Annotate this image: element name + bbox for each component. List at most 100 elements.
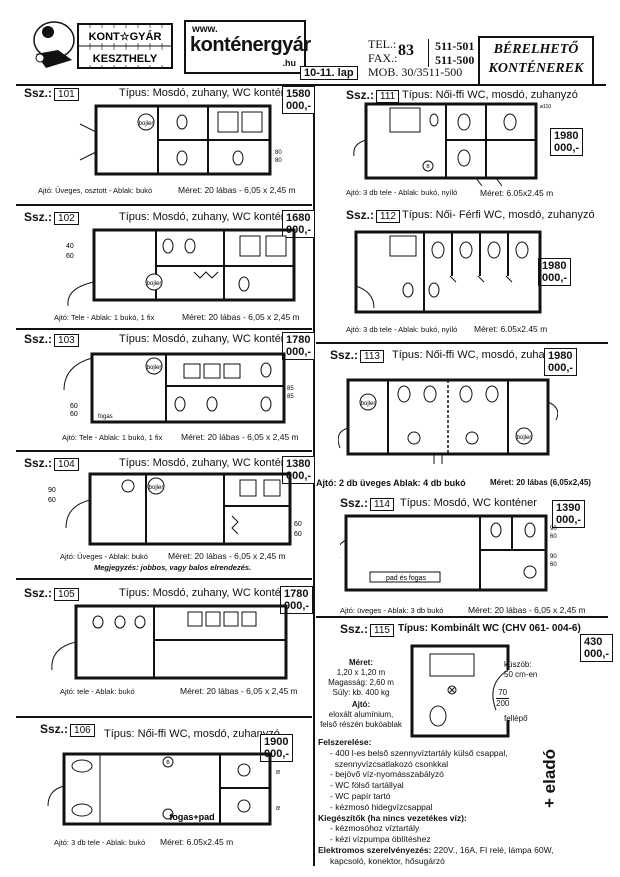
equip-item: - kézmosó hidegvízcsappal — [330, 801, 433, 812]
contact-labels: TEL.: FAX.: MOB. 30/3511-500 — [368, 37, 462, 79]
b-label: B — [166, 760, 170, 766]
fax-number: 511-500 — [435, 53, 475, 67]
listing-specs: Ajtó: Üveges, osztott - Ablak: bukó — [38, 186, 153, 195]
magassag-value: Magasság: 2,60 m — [328, 678, 394, 687]
listing-id: 105 — [54, 588, 79, 601]
bojler-label: bojler — [361, 401, 376, 407]
dim-60b: 60 — [550, 562, 557, 568]
listing-size: Méret: 20 lábas - 6,05 x 2,45 m — [181, 432, 299, 442]
listing-size: Méret: 6.05x2.45 m — [160, 837, 234, 847]
ssz-text: Ssz.: — [24, 332, 53, 346]
meret-label: Méret: — [348, 658, 373, 667]
ssz-text: Ssz.: — [330, 348, 359, 362]
price-value: 430 000,- — [584, 636, 610, 660]
listing-id: 103 — [54, 334, 79, 347]
equip-item: - 400 l-es belső szennyvíztartály külső … — [330, 747, 508, 758]
ssz-label: Ssz.:106 — [40, 722, 95, 737]
listing-112: Ssz.:112 Típus: Női- Férfi WC, mosdó, zu… — [346, 208, 606, 340]
price-tag: 1680 000,- — [282, 210, 316, 238]
dim-70: 70 — [498, 688, 508, 697]
ssz-text: Ssz.: — [24, 456, 53, 470]
felszereles-label: Felszerelése: — [318, 737, 372, 747]
listing-113: Ssz.:113 Típus: Női-ffi WC, mosdó, zuhan… — [316, 348, 610, 488]
dim-90b: 90 — [550, 554, 557, 560]
dim-40: 40 — [66, 243, 74, 250]
dim-60: 60 — [550, 534, 557, 540]
ajto-label: Ajtó: — [351, 700, 371, 709]
listing-size: Méret: 20 lábas - 6,05 x 2,45 m — [468, 605, 586, 615]
price-tag: 1780 000,- — [282, 332, 316, 360]
price-value: 1980 000,- — [542, 260, 568, 284]
listing-102: Ssz.:102 Típus: Mosdó, zuhany, WC kontén… — [24, 210, 316, 326]
listing-specs: Ajtó: üveges - Ablak: 3 db bukó — [340, 606, 444, 615]
listing-specs: Ajtó: Tele - Ablak: 1 bukó, 1 fix — [62, 433, 163, 442]
listing-106: Ssz.:106 Típus: Női-ffi WC, mosdó, zuhan… — [40, 722, 312, 860]
floor-plan — [51, 604, 288, 680]
accessory-item: - kézi vízpumpa öblítéshez — [330, 834, 431, 845]
logo-text-2: KESZTHELY — [93, 53, 158, 65]
dim-85: 85 — [276, 770, 280, 776]
dim-60b: 60 — [294, 521, 302, 528]
listing-type: Típus: Mosdó, zuhany, WC konténer — [119, 587, 297, 599]
logo-text-1: KONT☆GYÁR — [89, 30, 162, 43]
listing-114: Ssz.:114 Típus: Mosdó, WC konténer 1390 … — [340, 496, 608, 616]
dim-85b: 85 — [287, 394, 294, 400]
floor-plan: bojler 90 60 60 60 — [48, 472, 302, 546]
kuszob-line-1: küszöb: — [504, 660, 532, 669]
brand-www: www. — [192, 24, 218, 35]
listing-111: Ssz.:111 Típus: Női-ffi WC, mosdó, zuhan… — [346, 88, 606, 208]
dim-60c: 60 — [294, 531, 302, 538]
price-value: 1580 000,- — [286, 88, 312, 112]
listing-type: Típus: Női-ffi WC, mosdó, zuhanyzó — [104, 728, 280, 740]
listing-id: 114 — [370, 498, 394, 511]
dim-85b: 85 — [276, 806, 280, 812]
dim-110: ø110 — [540, 104, 551, 110]
listing-type: Típus: Női-ffi WC, mosdó, zuhanyzó — [392, 349, 568, 361]
dim-85: 85 — [287, 386, 294, 392]
for-sale-label: + eladó — [540, 748, 559, 808]
listing-size: Méret: 20 lábas - 6,05 x 2,45 m — [168, 551, 286, 561]
l115-specs: Méret: 1,20 x 1,20 m Magasság: 2,60 m Sú… — [316, 658, 406, 730]
ssz-text: Ssz.: — [40, 722, 69, 736]
ssz-text: Ssz.: — [340, 622, 369, 636]
company-logo: KONT☆GYÁR KESZTHELY — [28, 14, 178, 76]
ssz-text: Ssz.: — [24, 586, 53, 600]
listing-specs: Ajtó: Üveges - Ablak: bukó — [60, 552, 148, 561]
listing-specs: Ajtó: 3 db tele - Ablak: bukó, nyíló — [346, 325, 458, 334]
price-tag: 1980 000,- — [550, 128, 584, 156]
website-box[interactable]: www. konténergyár .hu — [184, 20, 311, 74]
listing-specs: Ajtó: tele - Ablak: bukó — [60, 687, 135, 696]
price-tag: 1980 000,- — [544, 348, 578, 376]
ssz-label: Ssz.:101 — [24, 86, 79, 101]
listing-note: Megjegyzés: jobbos, vagy balos elrendezé… — [94, 563, 252, 572]
listing-id: 112 — [376, 210, 400, 223]
floor-plan — [354, 230, 542, 314]
page-label: 10-11. lap — [300, 66, 358, 80]
ssz-text: Ssz.: — [24, 86, 53, 100]
price-value: 1380 000,- — [286, 458, 312, 482]
rental-line-2: KONTÉNEREK — [488, 61, 584, 76]
ssz-label: Ssz.:113 — [330, 348, 384, 363]
ssz-label: Ssz.:102 — [24, 210, 79, 225]
divider — [16, 328, 312, 330]
floor-plan: bojler bojler — [338, 378, 558, 464]
ssz-label: Ssz.:105 — [24, 586, 79, 601]
rental-containers-box: BÉRELHETŐ KONTÉNEREK — [478, 36, 594, 86]
suly-value: Súly: kb. 400 kg — [332, 688, 390, 697]
tel-label: TEL.: — [368, 37, 397, 51]
price-value: 1390 000,- — [556, 502, 582, 526]
dim-70-200: 70 200 — [496, 688, 510, 709]
tel-number: 511-501 — [435, 39, 475, 53]
ssz-label: Ssz.:112 — [346, 208, 400, 223]
fax-label: FAX.: — [368, 51, 398, 65]
plan-text-pad: pad és fogas — [386, 575, 427, 582]
listing-103: Ssz.:103 Típus: Mosdó, zuhany, WC kontén… — [24, 332, 316, 448]
equip-item: - bejövő víz-nyomásszabályzó — [330, 769, 444, 780]
floor-plan: bojler fogas 60 60 85 85 — [63, 352, 294, 424]
dim-60: 60 — [48, 497, 56, 504]
dim-90: 90 — [48, 487, 56, 494]
dim-90: 90 — [550, 526, 557, 532]
listing-id: 113 — [360, 350, 384, 363]
listing-type: Típus: Női- Férfi WC, mosdó, zuhanyzó — [402, 209, 595, 221]
listing-size: Méret: 20 lábas - 6,05 x 2,45 m — [180, 686, 298, 696]
